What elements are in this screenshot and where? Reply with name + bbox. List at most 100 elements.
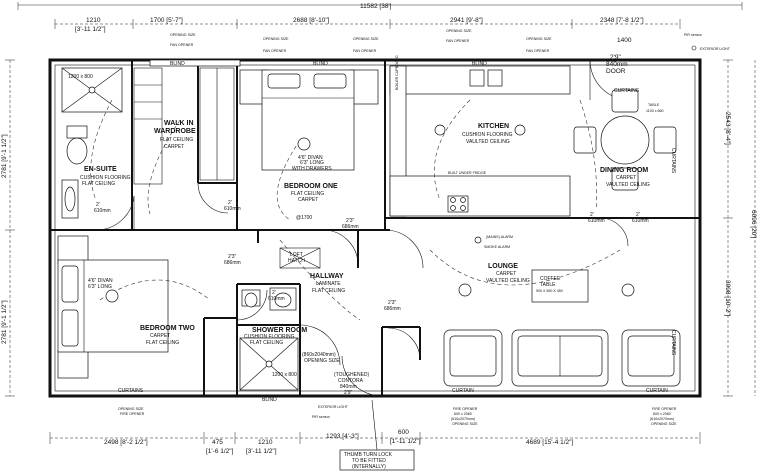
exterior-light-bottom: EXTERIOR LIGHT: [318, 405, 349, 409]
svg-text:(MAINS) ALARM: (MAINS) ALARM: [486, 235, 513, 239]
electrical-wiring: [90, 99, 635, 321]
svg-text:VAULTED CEILING: VAULTED CEILING: [466, 139, 510, 145]
svg-text:CUSHION FLOORING: CUSHION FLOORING: [244, 334, 295, 340]
svg-text:TABLE: TABLE: [540, 282, 556, 288]
pir-sensor-top: PIR sensor: [684, 33, 703, 37]
dim-1400: 1400: [617, 37, 632, 44]
overall-width-dim: 11582 [38']: [360, 3, 392, 10]
svg-text:CONTORA: CONTORA: [338, 378, 364, 384]
svg-text:1100 x 660: 1100 x 660: [646, 109, 664, 113]
fire-opener-notes: FIRE OPENER 600 x 2060 (610x2070mm) OPEN…: [118, 407, 677, 426]
svg-text:2'9": 2'9": [344, 390, 353, 396]
dim-475-imp: [1'-6 1/2"]: [206, 448, 234, 455]
svg-text:TABLE: TABLE: [648, 103, 660, 107]
svg-text:SMOKE ALARM: SMOKE ALARM: [484, 245, 510, 249]
svg-text:CARPET: CARPET: [616, 175, 636, 181]
dim-left-top: 2781 [9'-1 1/2"]: [1, 134, 8, 178]
svg-text:FAN OPENER: FAN OPENER: [526, 49, 550, 53]
svg-text:VAULTED CEILING: VAULTED CEILING: [606, 182, 650, 188]
curtain-lounge: CURTAIN: [452, 388, 474, 394]
shower-tray-size: 1200 x 800: [272, 372, 297, 378]
walkin-name: WALK IN: [164, 120, 194, 127]
blind-bedroom1: BLIND: [170, 61, 185, 67]
svg-text:FLAT CEILING: FLAT CEILING: [160, 137, 193, 143]
ensuite: 1200 x 800 EN-SUITE CUSHION FLOORING FLA…: [61, 67, 131, 219]
thumb-turn-note: THUMB TURN LOCK TO BE FITTED (INTERNALLY…: [339, 399, 415, 471]
svg-text:TO BE FITTED: TO BE FITTED: [352, 458, 386, 464]
dim-1210-b-imp: [3'-11 1/2"]: [246, 448, 277, 455]
dim-600-imp: [1'-11 1/2"]: [390, 438, 421, 445]
door-dimensions: 2' 610mm 2'3" 686mm 2'3" 686mm 2'3" 686m…: [94, 200, 649, 312]
svg-text:CARPET: CARPET: [298, 197, 318, 203]
svg-text:FLAT CEILING: FLAT CEILING: [312, 288, 345, 294]
dim-2498: 2498 [8'-2 1/2"]: [104, 439, 148, 446]
pir-sensor-bottom: PIR sensor: [312, 415, 331, 419]
svg-text:6'3" LONG: 6'3" LONG: [88, 284, 112, 290]
dim-right-overall: 6096 [20']: [750, 210, 757, 239]
dining-name: DINING ROOM: [600, 167, 648, 174]
svg-text:(TOUGHENED): (TOUGHENED): [334, 372, 370, 378]
curtains-dining-right: CURTAINS: [670, 148, 676, 174]
svg-text:610mm: 610mm: [588, 218, 605, 224]
svg-text:OPENING SIZE: OPENING SIZE: [170, 33, 196, 37]
svg-text:(610x2070mm): (610x2070mm): [650, 417, 674, 421]
dim-4689: 4689 [15'-4 1/2"]: [526, 439, 573, 446]
curtain-lounge-2: CURTAIN: [646, 388, 668, 394]
lounge-name: LOUNGE: [488, 263, 518, 270]
svg-text:2': 2': [228, 200, 232, 206]
top-window-notes: OPENING SIZE FAN OPENER OPENING SIZE FAN…: [170, 29, 552, 53]
svg-text:OPENING SIZE: OPENING SIZE: [304, 358, 340, 364]
svg-text:686mm: 686mm: [342, 224, 359, 230]
svg-text:FAN OPENER: FAN OPENER: [446, 39, 470, 43]
svg-text:VAULTED CEILING: VAULTED CEILING: [486, 278, 530, 284]
svg-text:FIRE OPENER: FIRE OPENER: [652, 407, 677, 411]
built-under-fridge: BUILT UNDER FRIDGE: [448, 171, 487, 175]
dim-1210-imp: [3'-11 1/2"]: [75, 26, 106, 33]
svg-text:(610x2070mm): (610x2070mm): [451, 417, 475, 421]
svg-text:OPENING SIZE: OPENING SIZE: [263, 37, 289, 41]
svg-text:OPENING SIZE: OPENING SIZE: [353, 37, 379, 41]
svg-text:686mm: 686mm: [384, 306, 401, 312]
svg-text:WARDROBE: WARDROBE: [154, 128, 196, 135]
svg-text:FLAT CEILING: FLAT CEILING: [291, 191, 324, 197]
svg-text:THUMB TURN LOCK: THUMB TURN LOCK: [344, 452, 393, 458]
svg-text:(860x2040mm): (860x2040mm): [302, 352, 336, 358]
exterior-light-top: EXTERIOR LIGHT: [700, 47, 731, 51]
svg-text:FLAT CEILING: FLAT CEILING: [250, 340, 283, 346]
svg-text:FAN OPENER: FAN OPENER: [353, 49, 377, 53]
svg-text:FLAT CEILING: FLAT CEILING: [82, 181, 115, 187]
svg-text:2': 2': [96, 202, 100, 208]
svg-text:WITH DRAWERS: WITH DRAWERS: [292, 166, 332, 172]
svg-text:610mm: 610mm: [632, 218, 649, 224]
shower-room: 1200 x 800 SHOWER ROOM CUSHION FLOORING …: [239, 287, 307, 391]
svg-text:COFFEE: COFFEE: [540, 276, 561, 282]
top-dimensions: 11582 [38'] 1210 [3'-11 1/2"] 1700 [5'-7…: [17, 2, 743, 75]
loft-hatch-l1: LOFT: [290, 252, 303, 258]
outer-walls: [48, 58, 702, 398]
curtains-dining: CURTAINS: [614, 88, 640, 94]
bed1-divan: 4'6" DIVAN: [298, 155, 323, 161]
svg-text:2': 2': [636, 212, 640, 218]
svg-text:OPENING SIZE: OPENING SIZE: [118, 407, 144, 411]
bedroom-two: 4'6" DIVAN 6'3" LONG BEDROOM TWO CARPET …: [57, 235, 195, 379]
kitchen: BOILER CUPBOARD BUILT UNDER FRIDGE KITCH…: [389, 55, 571, 217]
shower-name: SHOWER ROOM: [252, 327, 307, 334]
svg-text:FAN OPENER: FAN OPENER: [263, 49, 287, 53]
right-dimensions: 2543 [8'-4"] 3098 [10'-2"] 6096 [20']: [723, 59, 757, 397]
dim-right-top: 2543 [8'-4"]: [724, 112, 731, 145]
dim-2688: 2688 [8'-10"]: [293, 17, 330, 24]
svg-text:FIRE OPENER: FIRE OPENER: [453, 407, 478, 411]
svg-text:CARPET: CARPET: [164, 144, 184, 150]
svg-text:OPENING SIZE: OPENING SIZE: [526, 37, 552, 41]
dim-600: 600: [398, 429, 409, 436]
lounge: COFFEE TABLE 900 X 550 X 450 LOUNGE CARP…: [443, 235, 681, 387]
curtains-bedroom2: CURTAINS: [118, 388, 144, 394]
svg-text:CUSHION FLOORING: CUSHION FLOORING: [462, 132, 513, 138]
door-label: DOOR: [606, 68, 626, 75]
dim-1210-b: 1210: [258, 439, 273, 446]
dim-1700: 1700 [5'-7"]: [150, 17, 183, 24]
hallway: LOFT HATCH HALLWAY LAMINATE FLAT CEILING: [279, 247, 345, 294]
svg-text:2'3": 2'3": [228, 254, 237, 260]
svg-text:2': 2': [272, 290, 276, 296]
